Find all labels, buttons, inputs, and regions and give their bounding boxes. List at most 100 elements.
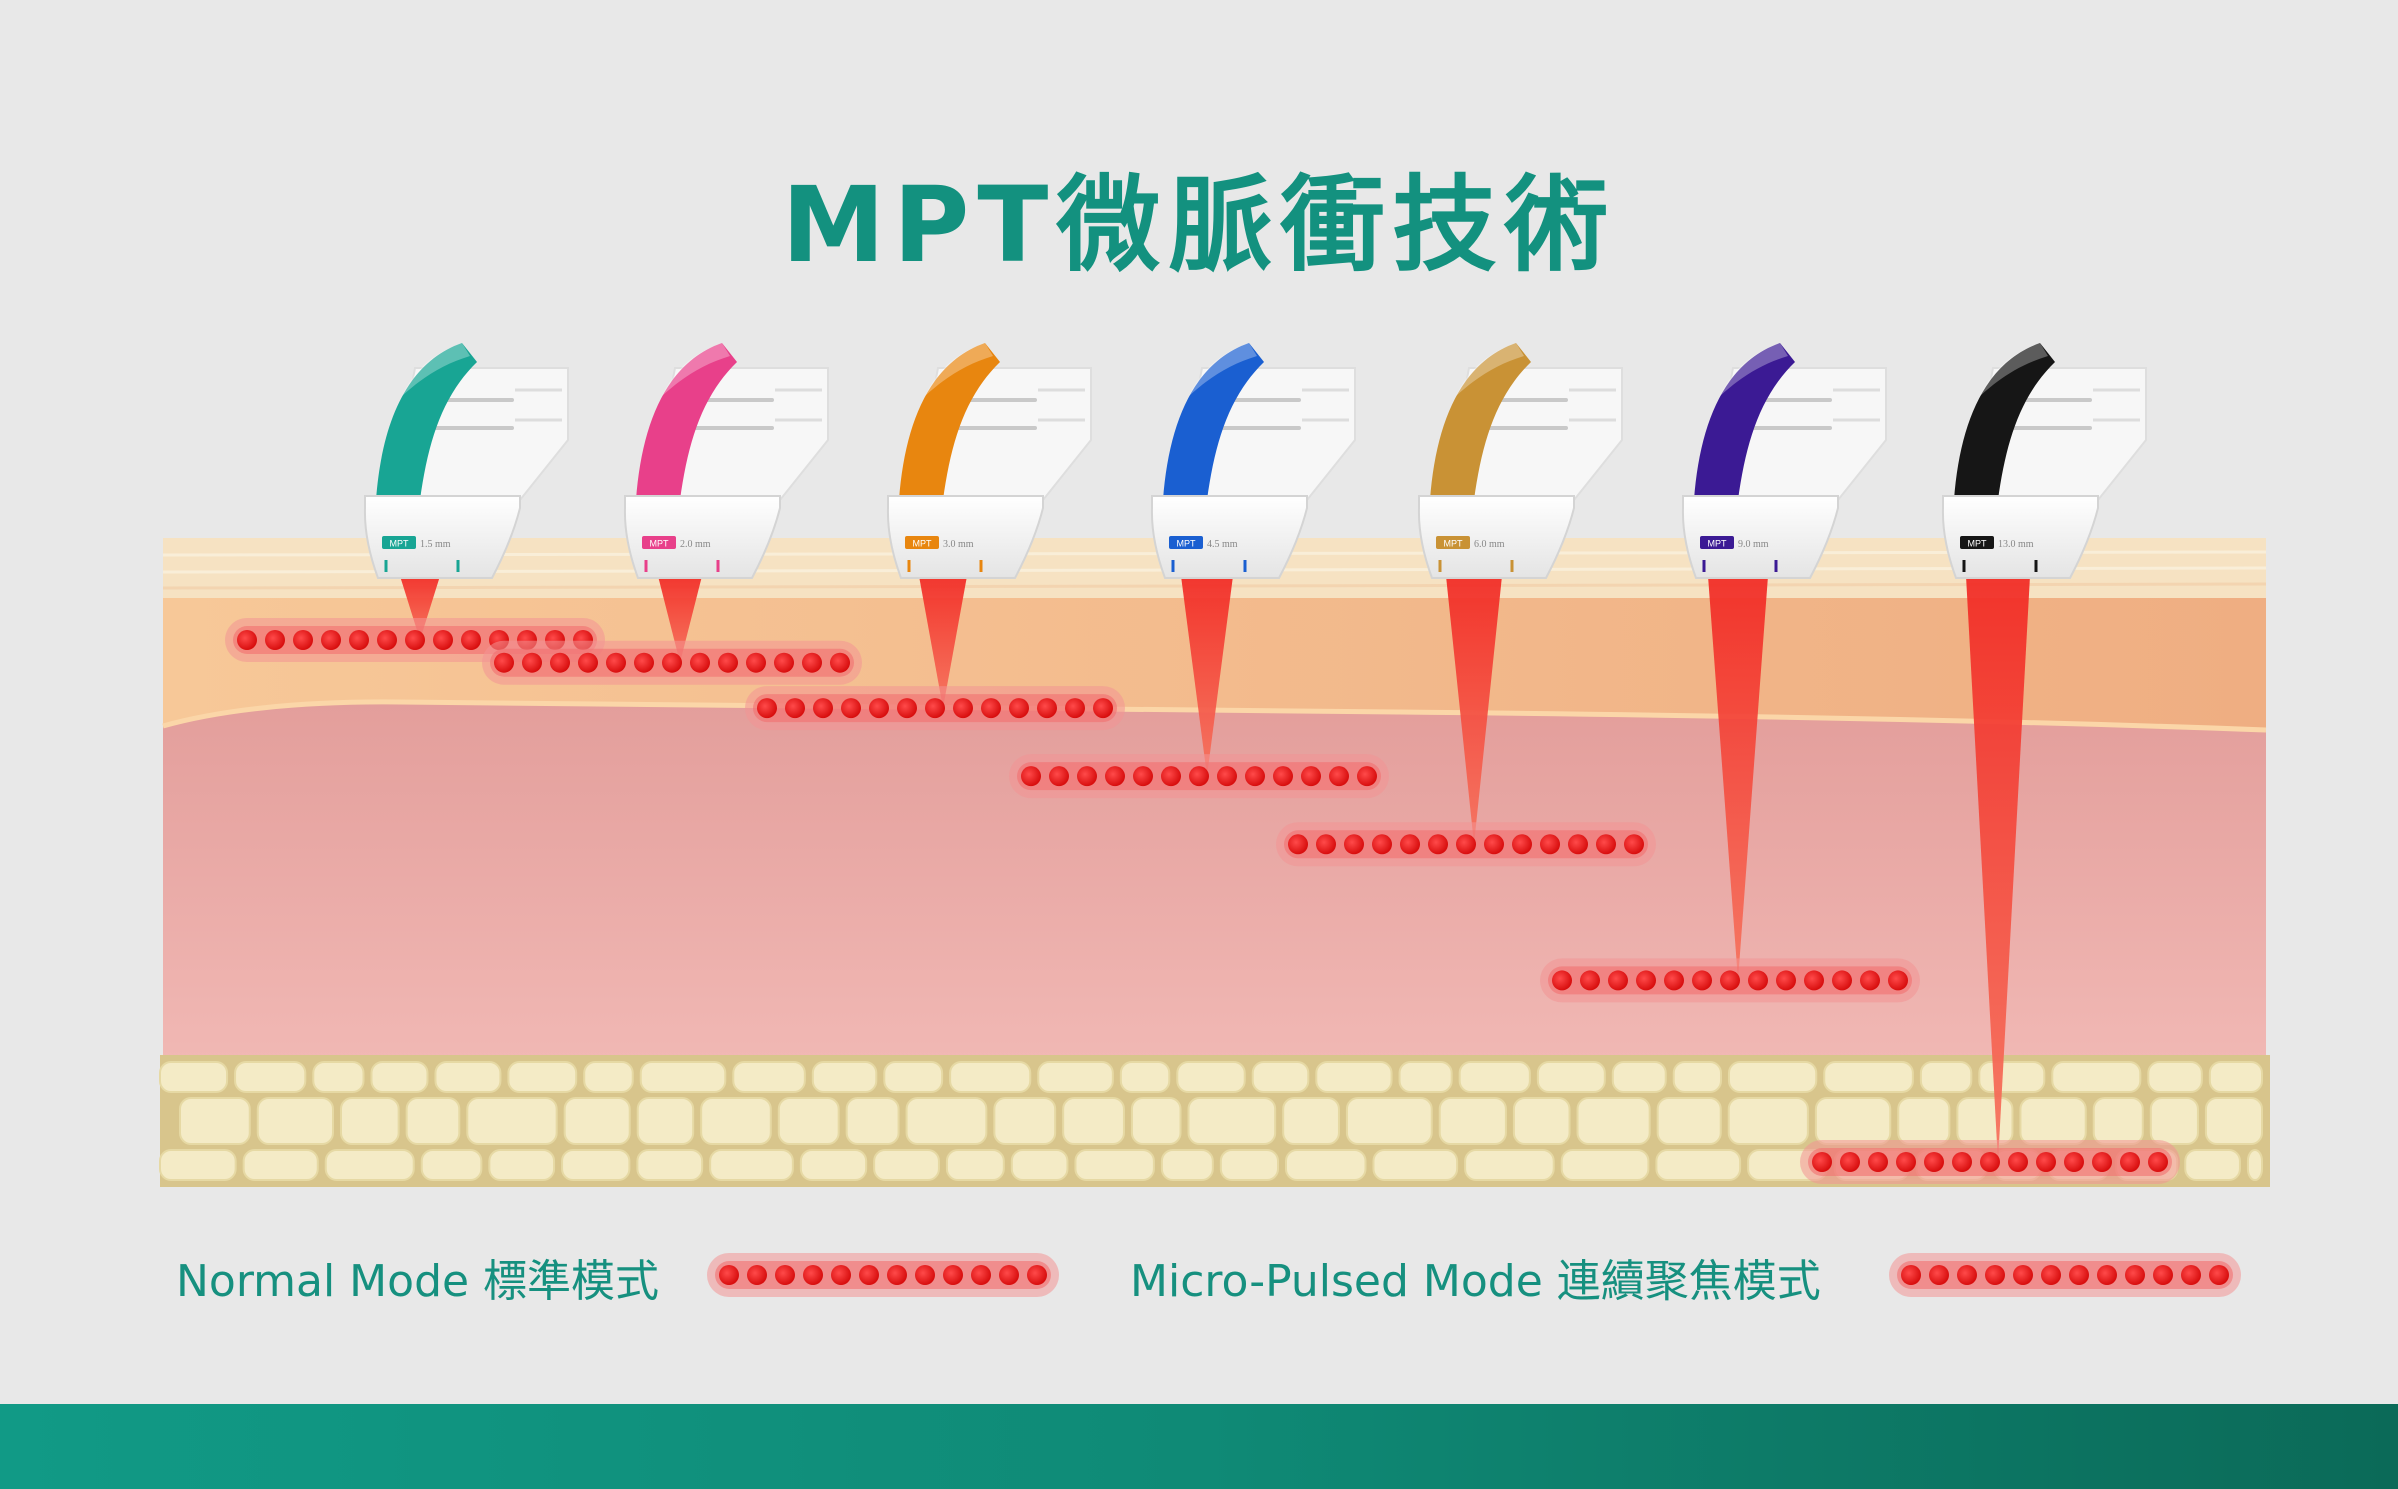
focal-dot xyxy=(802,652,822,673)
focal-dot xyxy=(1952,1152,1972,1172)
brand-label: MPT xyxy=(1177,539,1197,549)
focal-dot xyxy=(2125,1265,2145,1285)
focal-dot xyxy=(1065,698,1085,719)
focal-dot xyxy=(1400,834,1420,855)
fat-cell xyxy=(1814,1097,1892,1145)
fat-cell xyxy=(1978,1061,2046,1093)
fat-cell xyxy=(1919,1061,1973,1093)
fat-cell xyxy=(1187,1097,1277,1145)
focal-dot xyxy=(690,652,710,673)
fat-cell xyxy=(434,1061,502,1093)
focal-dot xyxy=(1608,970,1628,991)
ultrasound-beam xyxy=(400,576,440,640)
fat-cell xyxy=(1119,1061,1171,1093)
focal-dot xyxy=(1329,766,1349,787)
focal-dot xyxy=(2181,1265,2201,1285)
depth-label: 4.5 mm xyxy=(1207,539,1238,550)
fat-cell xyxy=(1062,1097,1125,1145)
focal-dot xyxy=(1484,834,1504,855)
fat-cell xyxy=(2051,1061,2142,1093)
focal-dot xyxy=(1832,970,1852,991)
transducer-head: MPT 4.5 mm xyxy=(1150,343,1356,579)
ultrasound-beam xyxy=(1708,576,1768,981)
focal-dot xyxy=(831,1265,851,1285)
legend-micro-pulsed-mode-label: Micro-Pulsed Mode 連續聚焦模式 xyxy=(1130,1256,1821,1307)
fat-cell xyxy=(2204,1097,2263,1145)
fat-cell xyxy=(709,1149,794,1181)
focal-dot xyxy=(2041,1265,2061,1285)
focal-dot xyxy=(841,698,861,719)
ultrasound-beam xyxy=(658,576,702,663)
focal-dot xyxy=(718,652,738,673)
fat-cell xyxy=(2147,1061,2203,1093)
brand-label: MPT xyxy=(913,539,933,549)
fat-cell xyxy=(2246,1149,2264,1181)
fat-cell xyxy=(883,1061,944,1093)
focal-dot xyxy=(349,630,369,650)
focal-dot xyxy=(1372,834,1392,855)
focal-dot xyxy=(1568,834,1588,855)
fat-cell xyxy=(1727,1097,1809,1145)
transducer-cup xyxy=(623,495,781,579)
focal-dot xyxy=(461,630,481,650)
focal-dot xyxy=(522,652,542,673)
focal-dot xyxy=(2064,1152,2084,1172)
focal-dot xyxy=(1245,766,1265,787)
fat-cell xyxy=(1672,1061,1722,1093)
fat-cell xyxy=(420,1149,483,1181)
fat-cell xyxy=(1458,1061,1531,1093)
focal-dot xyxy=(377,630,397,650)
focal-dot xyxy=(1868,1152,1888,1172)
focal-dot xyxy=(757,698,777,719)
fat-cell xyxy=(1251,1061,1310,1093)
transducer-cup xyxy=(363,495,521,579)
fat-cell xyxy=(1464,1149,1555,1181)
fat-cell xyxy=(370,1061,429,1093)
focal-dot xyxy=(2153,1265,2173,1285)
focal-dot xyxy=(606,652,626,673)
focal-dot xyxy=(1344,834,1364,855)
focal-dot xyxy=(1692,970,1712,991)
focal-dot xyxy=(1077,766,1097,787)
focal-dot xyxy=(2013,1265,2033,1285)
fat-cell xyxy=(1560,1149,1650,1181)
transducer-cup xyxy=(886,495,1044,579)
focal-dot xyxy=(293,630,313,650)
fat-cell xyxy=(1176,1061,1246,1093)
focal-dot xyxy=(1273,766,1293,787)
focal-dot xyxy=(1664,970,1684,991)
brand-label: MPT xyxy=(390,539,410,549)
focal-dot xyxy=(869,698,889,719)
focal-dot xyxy=(1133,766,1153,787)
fat-cell xyxy=(1074,1149,1155,1181)
focal-point-lines xyxy=(225,618,2180,1184)
fat-cell xyxy=(234,1061,307,1093)
focal-dot xyxy=(1037,698,1057,719)
fat-cell xyxy=(873,1149,940,1181)
focal-dot xyxy=(634,652,654,673)
focal-dot xyxy=(1924,1152,1944,1172)
fat-cell xyxy=(1160,1149,1214,1181)
brand-label: MPT xyxy=(1444,539,1464,549)
depth-label: 6.0 mm xyxy=(1474,539,1505,550)
focal-dot xyxy=(830,652,850,673)
fat-cell xyxy=(507,1061,578,1093)
fat-cell xyxy=(1611,1061,1667,1093)
focal-dot xyxy=(971,1265,991,1285)
fat-cell xyxy=(949,1061,1032,1093)
fat-cell xyxy=(1438,1097,1507,1145)
fat-cell xyxy=(339,1097,400,1145)
fat-cell xyxy=(242,1149,319,1181)
focal-dot xyxy=(1009,698,1029,719)
focal-dot xyxy=(1217,766,1237,787)
focal-dot xyxy=(803,1265,823,1285)
ultrasound-beams xyxy=(400,576,2030,1162)
focal-dot xyxy=(1624,834,1644,855)
fat-cell xyxy=(1727,1061,1818,1093)
handle-color-band xyxy=(1163,343,1264,500)
focal-dot xyxy=(2209,1265,2229,1285)
